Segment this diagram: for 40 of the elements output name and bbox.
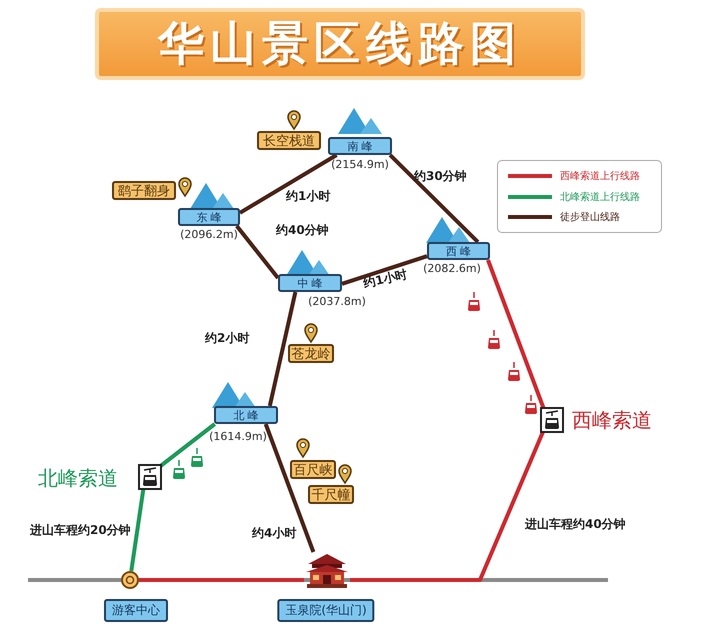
elevation-text: (2037.8m)	[308, 295, 366, 308]
duration-label: 进山车程约40分钟	[525, 516, 626, 533]
duration-label: 约30分钟	[414, 168, 467, 185]
peak-box: 西 峰	[427, 242, 490, 260]
peak-box: 中 峰	[278, 274, 342, 292]
peak-box: 东 峰	[178, 208, 240, 226]
legend-text: 北峰索道上行线路	[560, 190, 640, 204]
duration-label: 约1小时	[362, 266, 410, 293]
title-banner: 华山景区线路图	[95, 8, 585, 80]
elevation-text: (2096.2m)	[180, 228, 238, 241]
scenic-spot-box: 鹞子翻身	[112, 181, 176, 200]
location-dot	[121, 571, 139, 589]
scenic-spot-box: 苍龙岭	[288, 344, 334, 363]
scenic-spot-box: 百尺峡	[290, 460, 336, 479]
duration-label: 约1小时	[286, 188, 330, 205]
duration-label: 进山车程约20分钟	[30, 522, 131, 539]
hiking-route	[388, 154, 480, 244]
peak-box: 北 峰	[214, 406, 278, 424]
scenic-spot-box: 千尺幢	[308, 485, 354, 504]
duration-label: 约2小时	[205, 330, 250, 347]
legend-text: 徒步登山线路	[560, 210, 620, 224]
place-name: 玉泉院(华山门)	[277, 599, 375, 622]
legend-text: 西峰索道上行线路	[560, 170, 640, 183]
cableway-route	[129, 422, 216, 572]
temple-drawing	[304, 552, 350, 588]
elevation-text: (2082.6m)	[423, 262, 481, 275]
duration-label: 约40分钟	[276, 222, 329, 239]
hiking-route	[238, 153, 338, 215]
cableway-name: 北峰索道	[38, 465, 118, 492]
scenic-spot-box: 长空栈道	[257, 131, 321, 150]
elevation-text: (1614.9m)	[209, 430, 267, 443]
duration-label: 约4小时	[252, 525, 296, 542]
hiking-route	[264, 423, 316, 553]
place-name: 游客中心	[104, 599, 168, 622]
cableway-route	[139, 578, 304, 582]
hiking-route	[341, 254, 428, 286]
elevation-text: (2154.9m)	[331, 158, 389, 171]
cableway-name: 西峰索道	[572, 407, 652, 434]
peak-box: 南 峰	[328, 137, 392, 155]
hiking-route	[235, 224, 280, 280]
